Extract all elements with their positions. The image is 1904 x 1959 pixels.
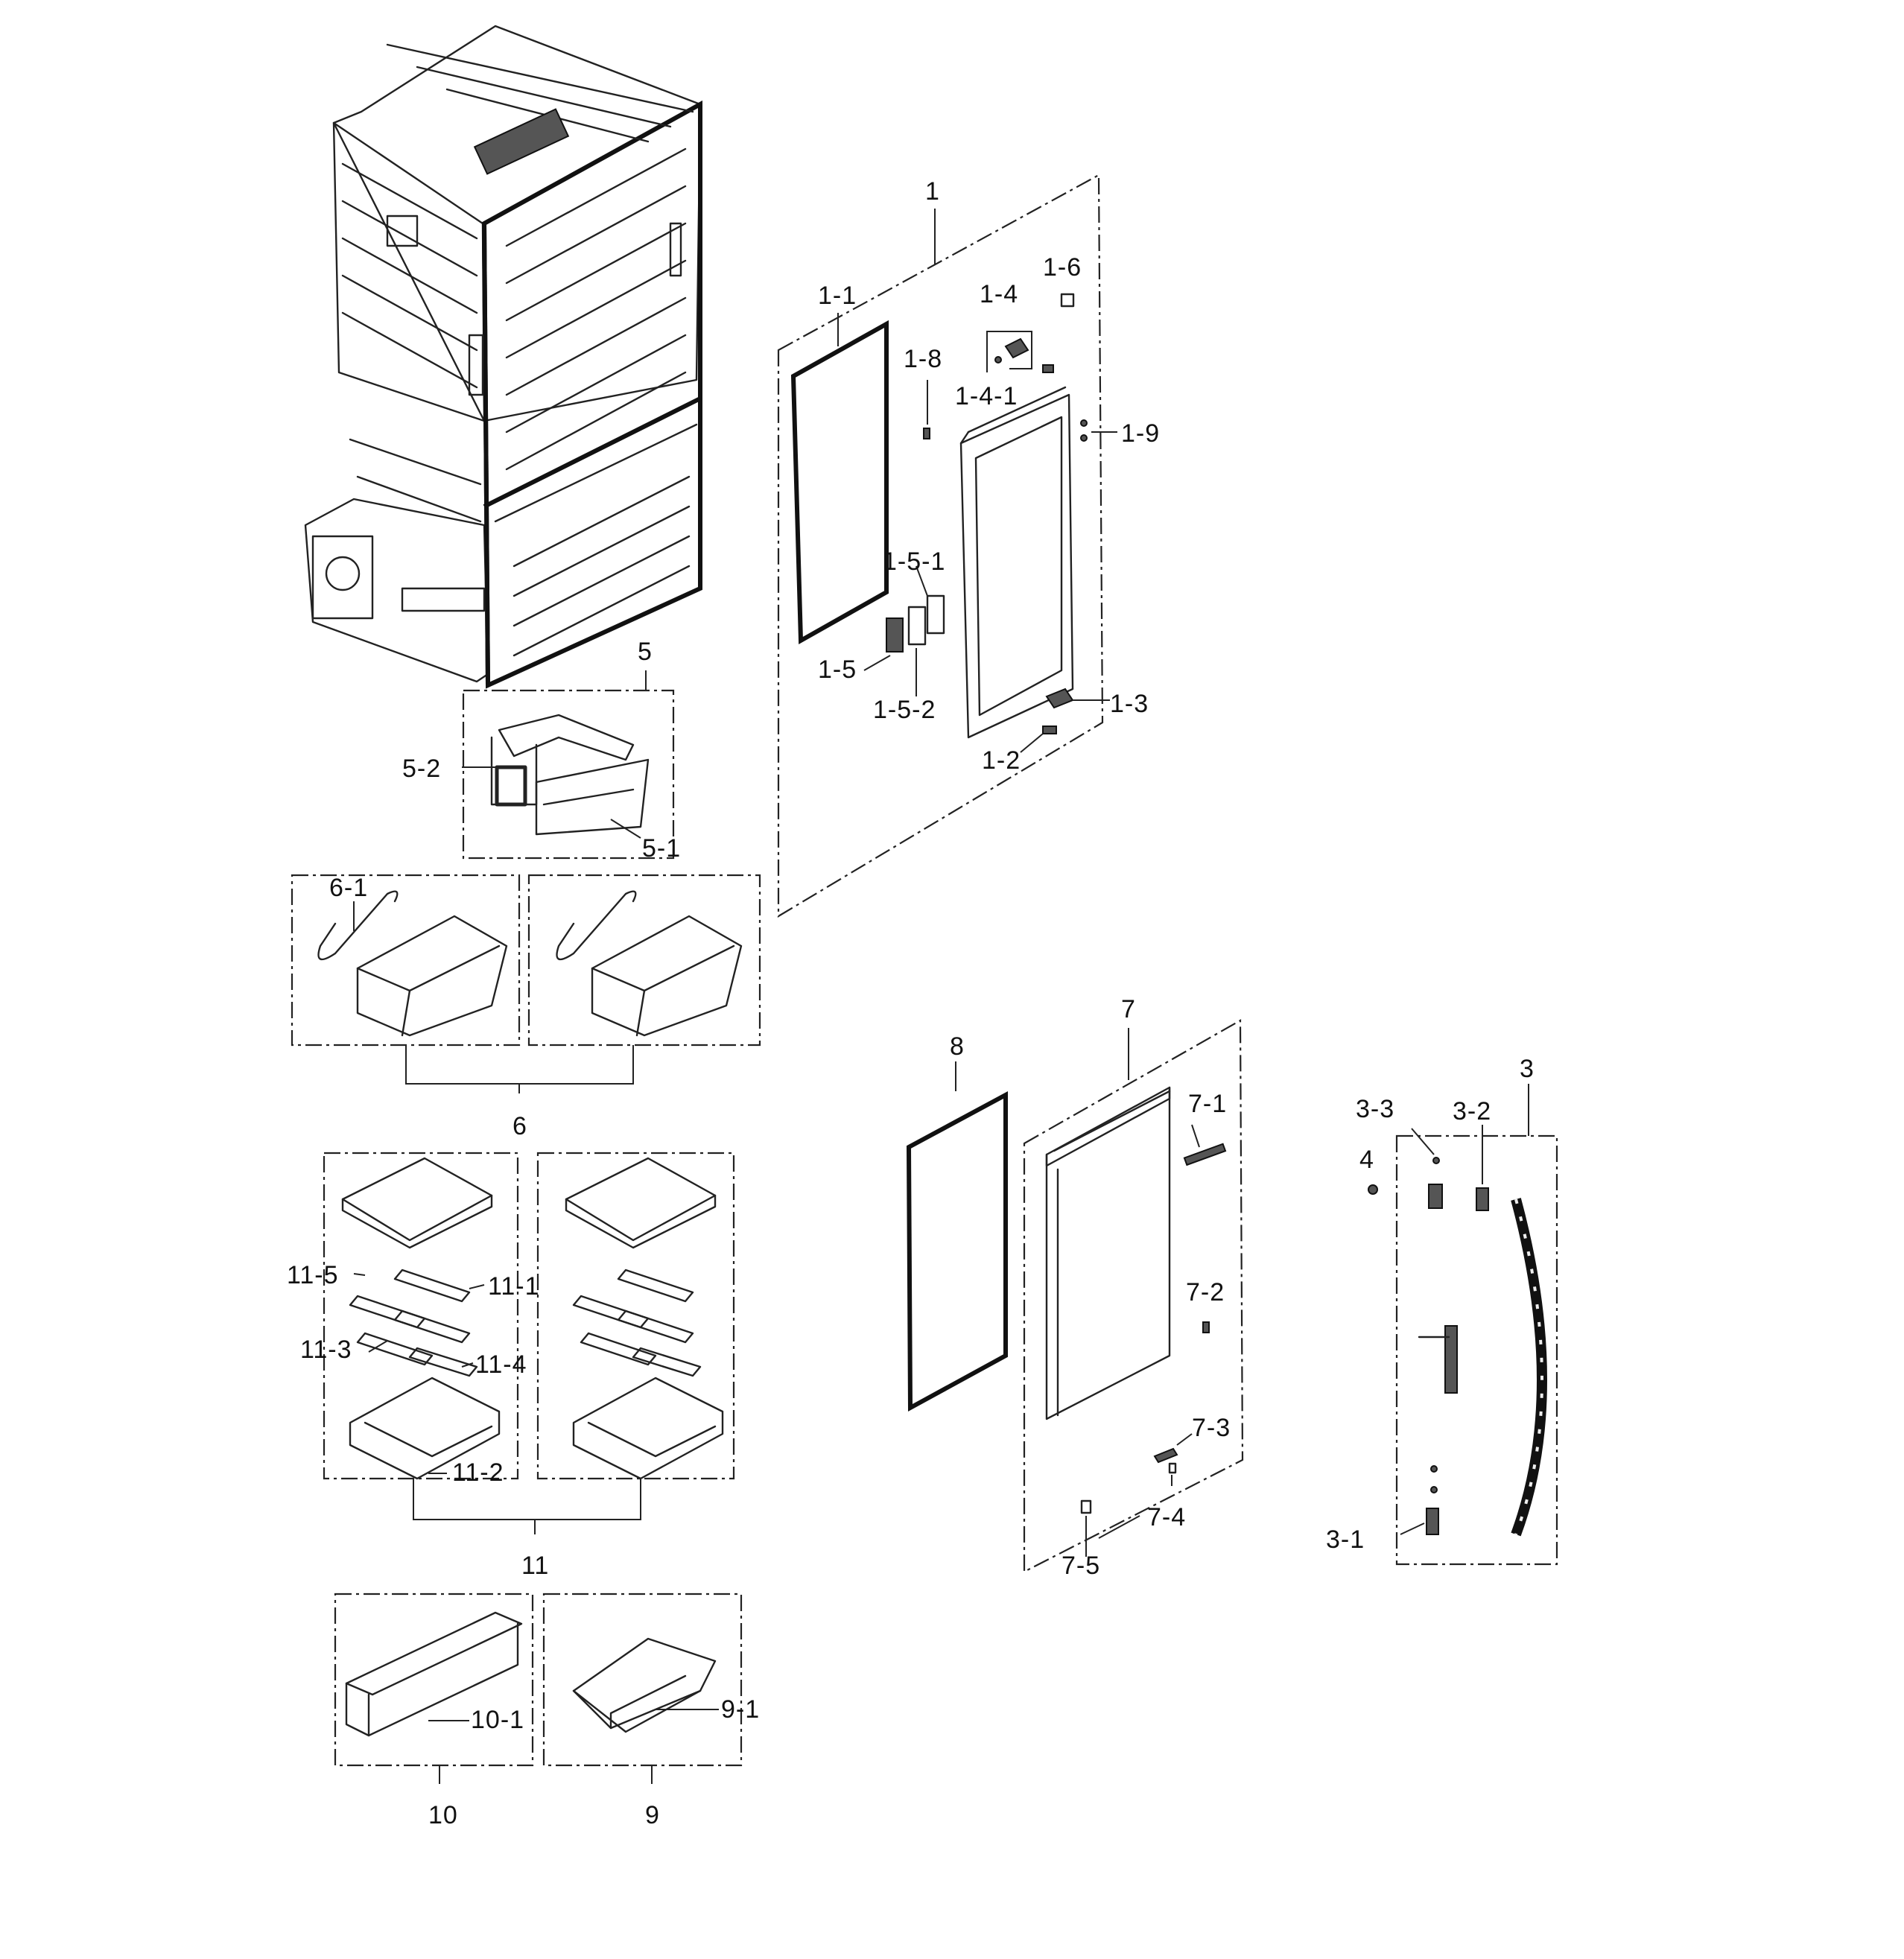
group-9-outline xyxy=(542,1593,743,1767)
callout-3-1: 3-1 xyxy=(1326,1525,1365,1554)
callout-7-1: 7-1 xyxy=(1188,1090,1228,1118)
callout-1-4-1: 1-4-1 xyxy=(955,382,1018,410)
callout-8: 8 xyxy=(950,1032,965,1061)
callout-5: 5 xyxy=(638,638,653,666)
callout-7-2: 7-2 xyxy=(1186,1278,1225,1306)
part-6-bins xyxy=(317,890,743,1037)
door-gasket-1-1 xyxy=(790,320,889,645)
door-panel-7 xyxy=(1045,1086,1171,1420)
callout-6: 6 xyxy=(513,1112,527,1140)
callout-3-3: 3-3 xyxy=(1356,1095,1395,1123)
group-10-outline xyxy=(334,1593,534,1767)
callout-1-8: 1-8 xyxy=(904,345,943,373)
callout-1-5-1: 1-5-1 xyxy=(883,547,946,576)
callout-1: 1 xyxy=(925,177,940,206)
callout-1-5: 1-5 xyxy=(818,655,857,684)
callout-11-4: 11-4 xyxy=(475,1350,527,1379)
door-handle xyxy=(1511,1198,1547,1537)
callout-1-5-2: 1-5-2 xyxy=(873,696,936,724)
callout-7-3: 7-3 xyxy=(1192,1414,1231,1442)
door-panel-1 xyxy=(959,393,1074,739)
callout-3-2: 3-2 xyxy=(1453,1097,1492,1125)
group-7-outline xyxy=(1023,1019,1244,1573)
group-5-outline xyxy=(462,689,675,860)
callout-7-4: 7-4 xyxy=(1147,1503,1187,1531)
callout-1-6: 1-6 xyxy=(1043,253,1082,282)
callout-11-3: 11-3 xyxy=(300,1336,352,1364)
callout-5-2: 5-2 xyxy=(402,755,442,783)
part-9-bin xyxy=(572,1637,717,1733)
callout-7: 7 xyxy=(1121,995,1136,1023)
group-6-right-outline xyxy=(527,874,761,1047)
callout-10: 10 xyxy=(428,1801,458,1829)
door-gasket-8 xyxy=(906,1090,1008,1412)
part-7-1-strip xyxy=(1183,1143,1227,1166)
callout-5-1: 5-1 xyxy=(642,834,682,863)
callout-1-4: 1-4 xyxy=(980,280,1019,308)
callout-1-2: 1-2 xyxy=(982,746,1021,775)
callout-9-1: 9-1 xyxy=(721,1695,761,1724)
group-11-right-outline xyxy=(536,1152,735,1480)
callout-3: 3 xyxy=(1520,1055,1535,1083)
group-11-left-outline xyxy=(323,1152,519,1480)
callout-4: 4 xyxy=(1359,1146,1374,1174)
callout-1-1: 1-1 xyxy=(818,282,857,310)
callout-9: 9 xyxy=(645,1801,660,1829)
part-5-bin xyxy=(490,714,650,836)
callout-11-2: 11-2 xyxy=(452,1458,504,1487)
part-10-bin xyxy=(345,1611,523,1737)
callout-6-1: 6-1 xyxy=(329,874,369,902)
cabinet-assembly xyxy=(304,25,702,689)
callout-1-3: 1-3 xyxy=(1110,690,1149,718)
part-11-shelves xyxy=(341,1157,724,1480)
callout-11-1: 11-1 xyxy=(488,1272,540,1301)
callout-10-1: 10-1 xyxy=(471,1706,525,1734)
callout-11-5: 11-5 xyxy=(287,1261,339,1289)
door-1-group-outline xyxy=(777,174,1104,918)
callout-7-5: 7-5 xyxy=(1062,1552,1101,1580)
callout-1-9: 1-9 xyxy=(1121,419,1161,448)
group-3-outline xyxy=(1395,1134,1558,1566)
callout-11: 11 xyxy=(521,1552,550,1580)
